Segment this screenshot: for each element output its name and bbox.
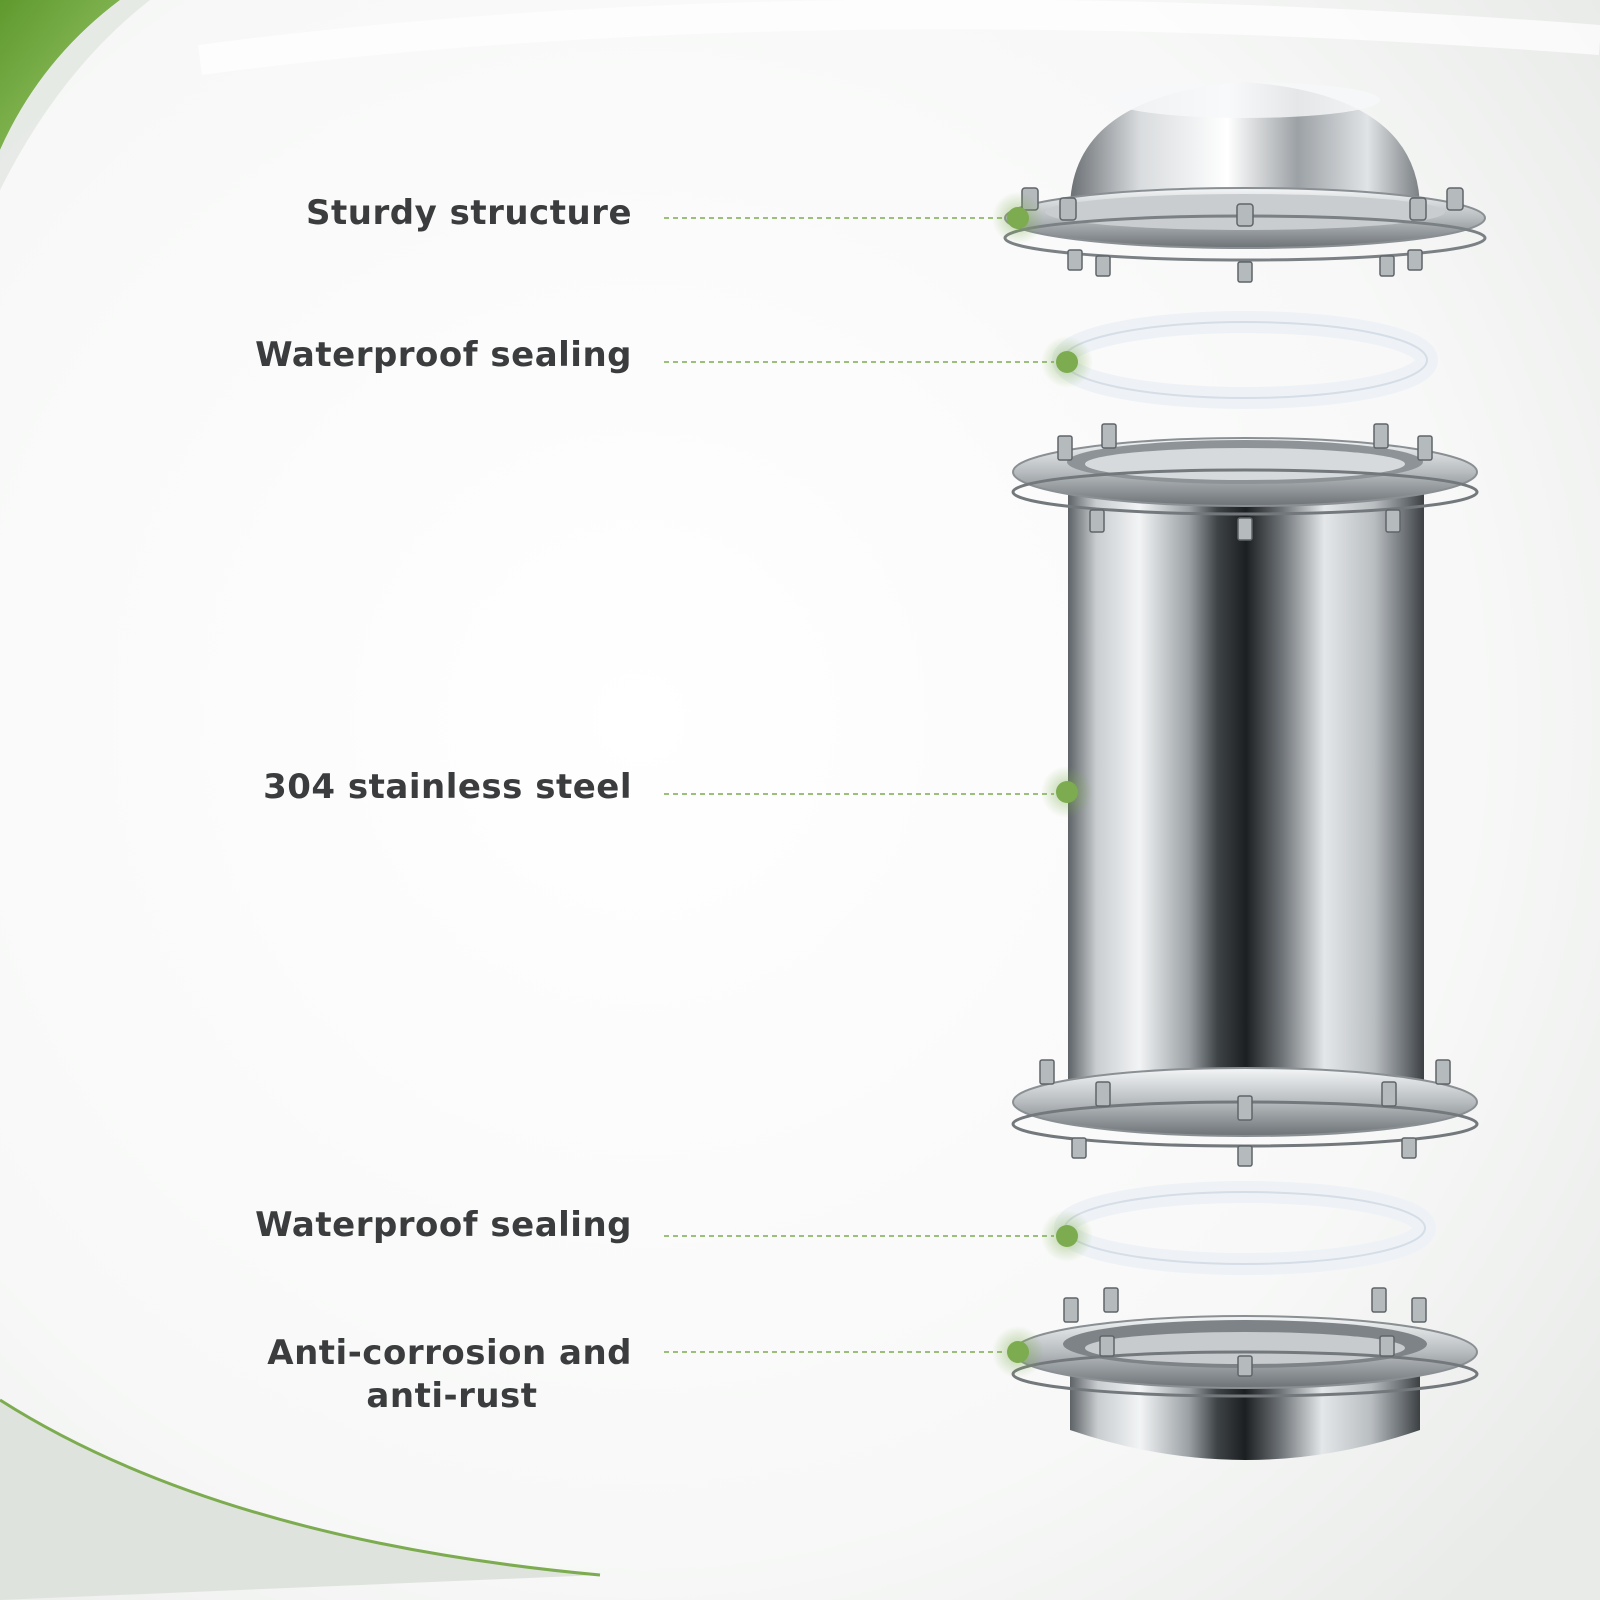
label-sturdy-structure: Sturdy structure — [72, 192, 632, 235]
leader-steel — [664, 766, 1093, 818]
bottom-swoosh — [0, 1400, 600, 1600]
label-line: Sturdy structure — [306, 193, 632, 233]
label-line: anti-rust — [366, 1376, 538, 1416]
label-anti-corrosion: Anti-corrosion and anti-rust — [72, 1332, 632, 1418]
cylinder-body — [1011, 423, 1479, 1167]
green-corner-swoosh — [0, 0, 120, 150]
label-line: 304 stainless steel — [263, 767, 632, 807]
label-waterproof-sealing-top: Waterproof sealing — [72, 334, 632, 377]
label-line: Waterproof sealing — [255, 1205, 632, 1245]
label-waterproof-sealing-bottom: Waterproof sealing — [72, 1204, 632, 1247]
leader-seal-top — [664, 336, 1093, 388]
bottom-base — [1011, 1287, 1479, 1460]
label-line: Waterproof sealing — [255, 335, 632, 375]
label-line: Anti-corrosion and — [267, 1333, 632, 1373]
leader-anti — [664, 1326, 1044, 1378]
leader-seal-bottom — [664, 1210, 1093, 1262]
label-304-stainless-steel: 304 stainless steel — [72, 766, 632, 809]
leader-sturdy — [664, 192, 1044, 244]
callout-leaders — [664, 192, 1093, 1378]
